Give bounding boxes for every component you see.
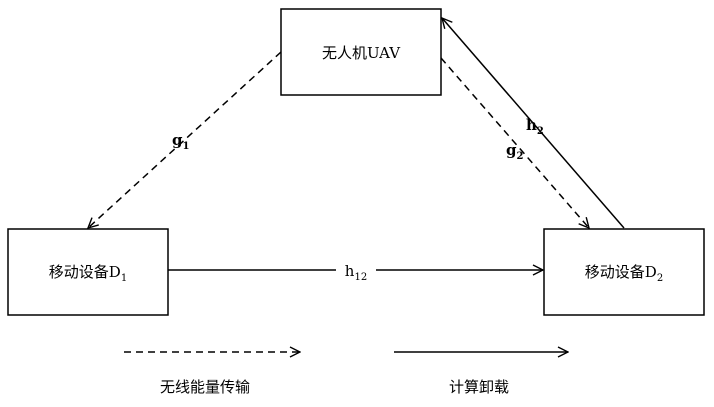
device-d2-label: 移动设备D2 bbox=[585, 263, 663, 284]
device-d1-label: 移动设备D1 bbox=[49, 263, 127, 284]
h2-label: h2 bbox=[526, 116, 544, 137]
g1-label: g1 bbox=[172, 131, 189, 152]
legend-offload-label: 计算卸载 bbox=[449, 378, 509, 396]
g1-arrow bbox=[88, 52, 281, 228]
g2-label: g2 bbox=[506, 141, 524, 162]
uav-label: 无人机UAV bbox=[322, 44, 401, 62]
legend-wireless-label: 无线能量传输 bbox=[160, 378, 250, 396]
